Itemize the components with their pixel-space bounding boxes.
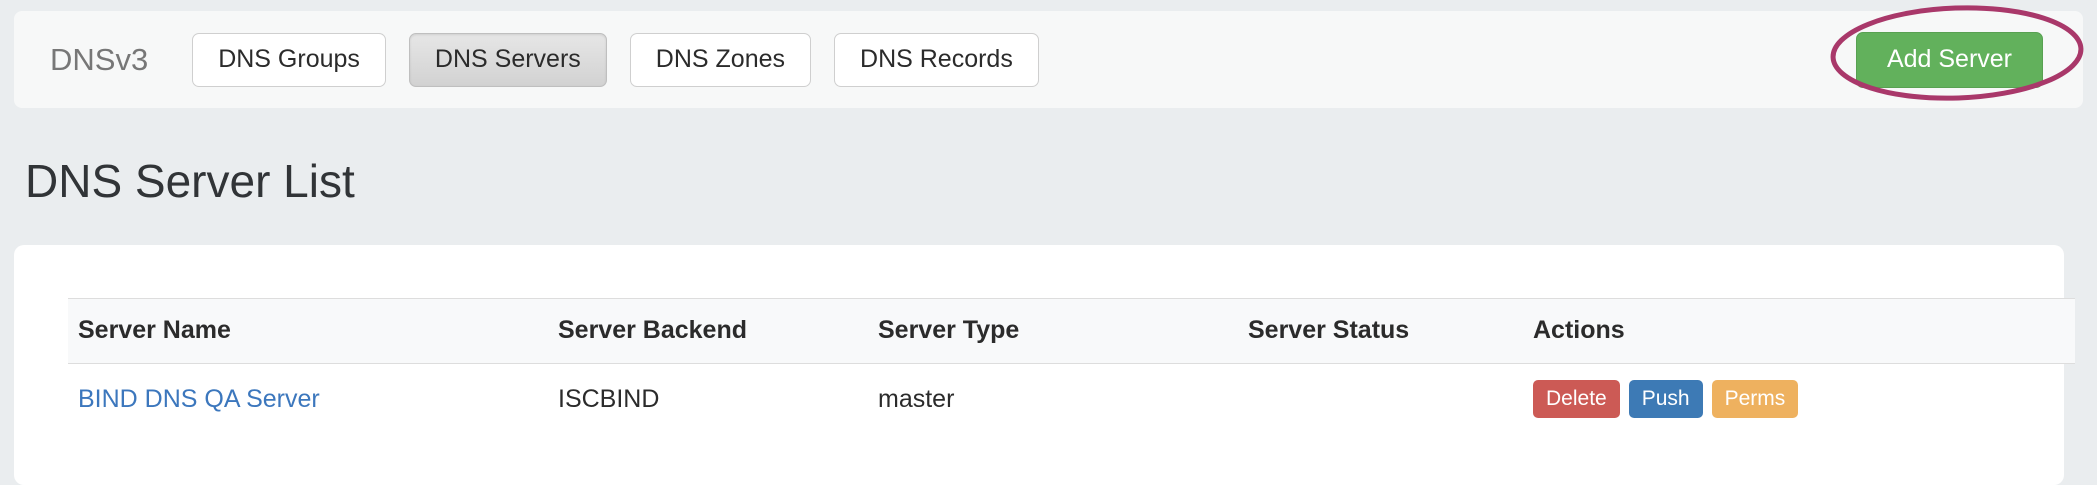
page-title: DNS Server List	[25, 155, 355, 207]
navbar-right-actions: Add Server	[1855, 31, 2061, 88]
column-header-actions: Actions	[1523, 298, 2075, 364]
perms-button[interactable]: Perms	[1711, 380, 1799, 418]
row-action-buttons: Delete Push Perms	[1533, 380, 2075, 418]
tab-dns-groups[interactable]: DNS Groups	[192, 32, 386, 87]
cell-server-backend: ISCBIND	[558, 384, 660, 413]
table-header: Server Name Server Backend Server Type S…	[68, 298, 2075, 364]
dns-server-table: Server Name Server Backend Server Type S…	[68, 298, 2075, 434]
tab-dns-zones[interactable]: DNS Zones	[629, 32, 812, 87]
app-brand: DNSv3	[50, 41, 149, 77]
dns-server-table-wrapper: Server Name Server Backend Server Type S…	[68, 298, 2075, 434]
table-body: BIND DNS QA Server ISCBIND master Delete…	[68, 364, 2075, 435]
push-button[interactable]: Push	[1628, 380, 1703, 418]
tab-dns-records[interactable]: DNS Records	[834, 32, 1039, 87]
delete-button[interactable]: Delete	[1533, 380, 1620, 418]
table-row: BIND DNS QA Server ISCBIND master Delete…	[68, 364, 2075, 435]
cell-server-name: BIND DNS QA Server	[68, 364, 548, 435]
cell-server-type: master	[878, 384, 955, 413]
column-header-server-name[interactable]: Server Name	[68, 298, 548, 364]
table-header-row: Server Name Server Backend Server Type S…	[68, 298, 2075, 364]
content-card: Server Name Server Backend Server Type S…	[14, 245, 2075, 485]
column-header-server-type[interactable]: Server Type	[868, 298, 1238, 364]
nav-tabs: DNS Groups DNS Servers DNS Zones DNS Rec…	[192, 32, 1039, 87]
server-name-link[interactable]: BIND DNS QA Server	[78, 384, 320, 413]
top-navbar: DNSv3 DNS Groups DNS Servers DNS Zones D…	[14, 11, 2083, 108]
cell-server-status	[1238, 364, 1523, 435]
add-server-button[interactable]: Add Server	[1855, 31, 2043, 88]
cell-actions: Delete Push Perms	[1523, 364, 2075, 435]
column-header-server-status[interactable]: Server Status	[1238, 298, 1523, 364]
column-header-server-backend[interactable]: Server Backend	[548, 298, 868, 364]
tab-dns-servers[interactable]: DNS Servers	[408, 32, 607, 87]
